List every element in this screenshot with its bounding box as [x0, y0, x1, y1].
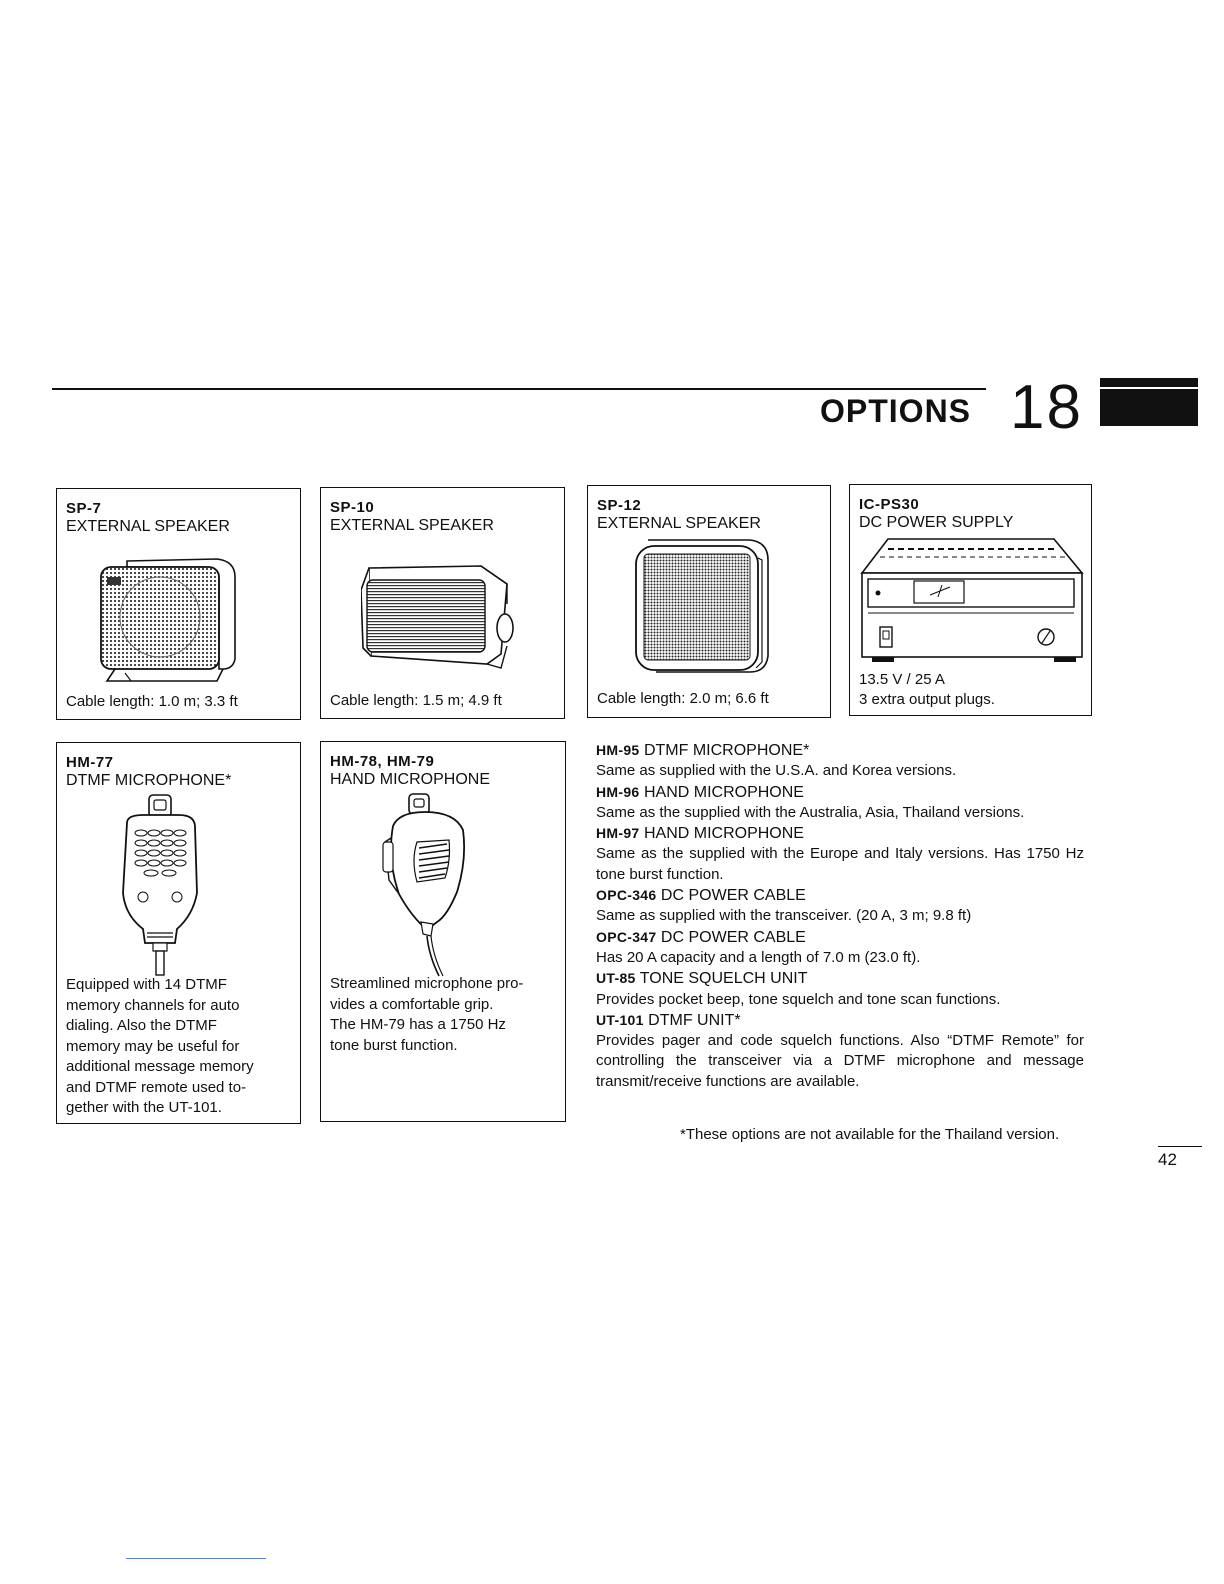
- option-description: Equipped with 14 DTMF memory channels fo…: [66, 975, 254, 1119]
- option-box-sp7: SP-7 EXTERNAL SPEAKER Cable length: 1.0 …: [56, 488, 301, 720]
- description-line: gether with the UT-101.: [66, 1099, 222, 1116]
- list-item-heading: OPC-347 DC POWER CABLE: [596, 927, 1084, 948]
- list-item-body: Has 20 A capacity and a length of 7.0 m …: [596, 948, 921, 966]
- list-item-name: DC POWER CABLE: [660, 928, 806, 946]
- options-list: HM-95 DTMF MICROPHONE* Same as supplied …: [596, 740, 1084, 1092]
- option-name: EXTERNAL SPEAKER: [330, 517, 494, 534]
- list-item-heading: OPC-346 DC POWER CABLE: [596, 885, 1084, 906]
- list-item-body: Same as supplied with the U.S.A. and Kor…: [596, 762, 957, 780]
- list-item-code: UT-85: [596, 970, 636, 987]
- speaker-sp12-illustration: [635, 539, 769, 673]
- option-box-hm77: HM-77 DTMF MICROPHONE* Equipped with 14 …: [56, 742, 301, 1124]
- option-name: HAND MICROPHONE: [330, 771, 491, 788]
- list-item-name: DC POWER CABLE: [660, 887, 806, 905]
- list-item-body: Provides pager and code squelch function…: [596, 1032, 1084, 1090]
- list-item-name: HAND MICROPHONE: [643, 825, 804, 843]
- description-line: Streamlined microphone pro-: [330, 975, 524, 992]
- list-item-body: Provides pocket beep, tone squelch and t…: [596, 990, 1001, 1008]
- description-line: tone burst function.: [330, 1036, 458, 1054]
- page-number-rule: [1158, 1146, 1202, 1147]
- list-item-name: DTMF UNIT*: [648, 1011, 741, 1029]
- hand-microphone-illustration: [382, 793, 466, 977]
- description-line: additional message memory: [66, 1058, 254, 1075]
- description-line: memory may be useful for: [66, 1037, 240, 1055]
- option-box-sp10: SP-10 EXTERNAL SPEAKER Cable length: 1.5…: [320, 487, 565, 719]
- list-item: HM-95 DTMF MICROPHONE* Same as supplied …: [596, 740, 1084, 782]
- description-line: dialing. Also the DTMF: [66, 1017, 217, 1034]
- option-name: EXTERNAL SPEAKER: [597, 515, 761, 532]
- section-title: OPTIONS: [820, 393, 972, 429]
- list-item: UT-85 TONE SQUELCH UNIT Provides pocket …: [596, 968, 1084, 1010]
- description-line: Equipped with 14 DTMF: [66, 976, 227, 993]
- list-item: OPC-346 DC POWER CABLE Same as supplied …: [596, 885, 1084, 927]
- option-code: IC-PS30: [859, 496, 920, 513]
- description-line: vides a comfortable grip.: [330, 995, 494, 1013]
- list-item: UT-101 DTMF UNIT* Provides pager and cod…: [596, 1010, 1084, 1092]
- list-item-code: UT-101: [596, 1011, 644, 1028]
- list-item: HM-97 HAND MICROPHONE Same as the suppli…: [596, 823, 1084, 885]
- footnote: *These options are not available for the…: [680, 1126, 1060, 1143]
- speaker-sp10-illustration: [361, 565, 514, 669]
- option-spec: 13.5 V / 25 A: [859, 671, 945, 688]
- option-footer: 3 extra output plugs.: [859, 691, 995, 708]
- option-box-hm78-hm79: HM-78, HM-79 HAND MICROPHONE Streamlined…: [320, 741, 566, 1122]
- list-item: OPC-347 DC POWER CABLE Has 20 A capacity…: [596, 927, 1084, 969]
- list-item-heading: HM-95 DTMF MICROPHONE*: [596, 740, 1084, 761]
- list-item-name: HAND MICROPHONE: [643, 783, 804, 801]
- option-description: Streamlined microphone pro- vides a comf…: [330, 974, 523, 1056]
- speaker-sp7-illustration: [100, 558, 236, 682]
- dtmf-microphone-illustration: [122, 794, 198, 976]
- option-name: DTMF MICROPHONE*: [66, 772, 232, 789]
- list-item-code: HM-95: [596, 742, 640, 758]
- list-item-code: OPC-346: [596, 887, 657, 904]
- option-code: SP-7: [66, 500, 102, 517]
- option-name: DC POWER SUPPLY: [859, 514, 1014, 531]
- list-item-body: Same as supplied with the transceiver. (…: [596, 907, 972, 925]
- list-item-body: Same as the supplied with the Europe and…: [596, 845, 1084, 883]
- power-supply-illustration: [860, 538, 1084, 662]
- section-tab-marker: [1100, 378, 1198, 426]
- option-footer: Cable length: 1.5 m; 4.9 ft: [330, 692, 502, 709]
- list-item-code: HM-96: [596, 783, 640, 800]
- option-code: HM-77: [66, 754, 114, 771]
- option-code: HM-78, HM-79: [330, 753, 435, 770]
- list-item-name: TONE SQUELCH UNIT: [639, 970, 808, 988]
- footer-link-underline: [126, 1558, 266, 1559]
- section-number: 18: [1010, 373, 1083, 442]
- header-rule: [52, 388, 986, 390]
- list-item-heading: UT-101 DTMF UNIT*: [596, 1010, 1084, 1031]
- option-name: EXTERNAL SPEAKER: [66, 518, 230, 535]
- list-item-heading: HM-96 HAND MICROPHONE: [596, 782, 1084, 803]
- list-item-body: Same as the supplied with the Australia,…: [596, 803, 1025, 821]
- description-line: memory channels for auto: [66, 996, 240, 1014]
- list-item-code: OPC-347: [596, 928, 657, 945]
- description-line: and DTMF remote used to-: [66, 1078, 247, 1096]
- list-item: HM-96 HAND MICROPHONE Same as the suppli…: [596, 782, 1084, 824]
- option-box-icps30: IC-PS30 DC POWER SUPPLY 13.5 V / 25 A 3 …: [849, 484, 1092, 716]
- list-item-heading: HM-97 HAND MICROPHONE: [596, 823, 1084, 844]
- page-number: 42: [1158, 1150, 1177, 1169]
- option-code: SP-12: [597, 497, 642, 514]
- option-footer: Cable length: 1.0 m; 3.3 ft: [66, 693, 238, 710]
- option-footer: Cable length: 2.0 m; 6.6 ft: [597, 690, 769, 707]
- option-box-sp12: SP-12 EXTERNAL SPEAKER Cable length: 2.0…: [587, 485, 831, 718]
- list-item-code: HM-97: [596, 825, 640, 842]
- description-line: The HM-79 has a 1750 Hz: [330, 1016, 506, 1033]
- list-item-name: DTMF MICROPHONE*: [643, 742, 810, 759]
- list-item-heading: UT-85 TONE SQUELCH UNIT: [596, 968, 1084, 989]
- option-code: SP-10: [330, 499, 375, 516]
